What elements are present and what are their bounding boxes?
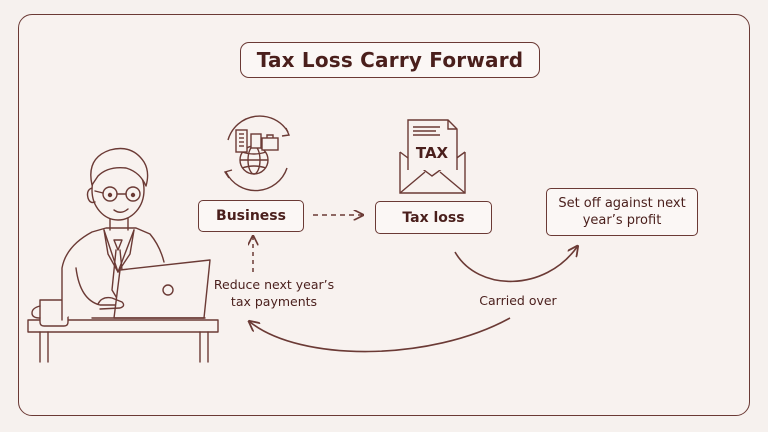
person-at-laptop-illustration: [27, 147, 219, 363]
label-carried-over: Carried over: [479, 293, 557, 308]
diagram-title: Tax Loss Carry Forward: [240, 42, 540, 78]
node-tax-loss: Tax loss: [375, 201, 492, 234]
carried-over-return-arrow: [250, 317, 511, 353]
globe-business-icon: [223, 115, 291, 192]
node-business: Business: [198, 200, 304, 232]
label-reduce-tax-payments: Reduce next year’s tax payments: [213, 277, 335, 309]
node-set-off: Set off against next year’s profit: [546, 188, 698, 236]
envelope-tax-text: TAX: [416, 144, 449, 162]
envelope-icon: [399, 119, 466, 194]
taxloss-to-setoff-arrow: [454, 247, 577, 283]
